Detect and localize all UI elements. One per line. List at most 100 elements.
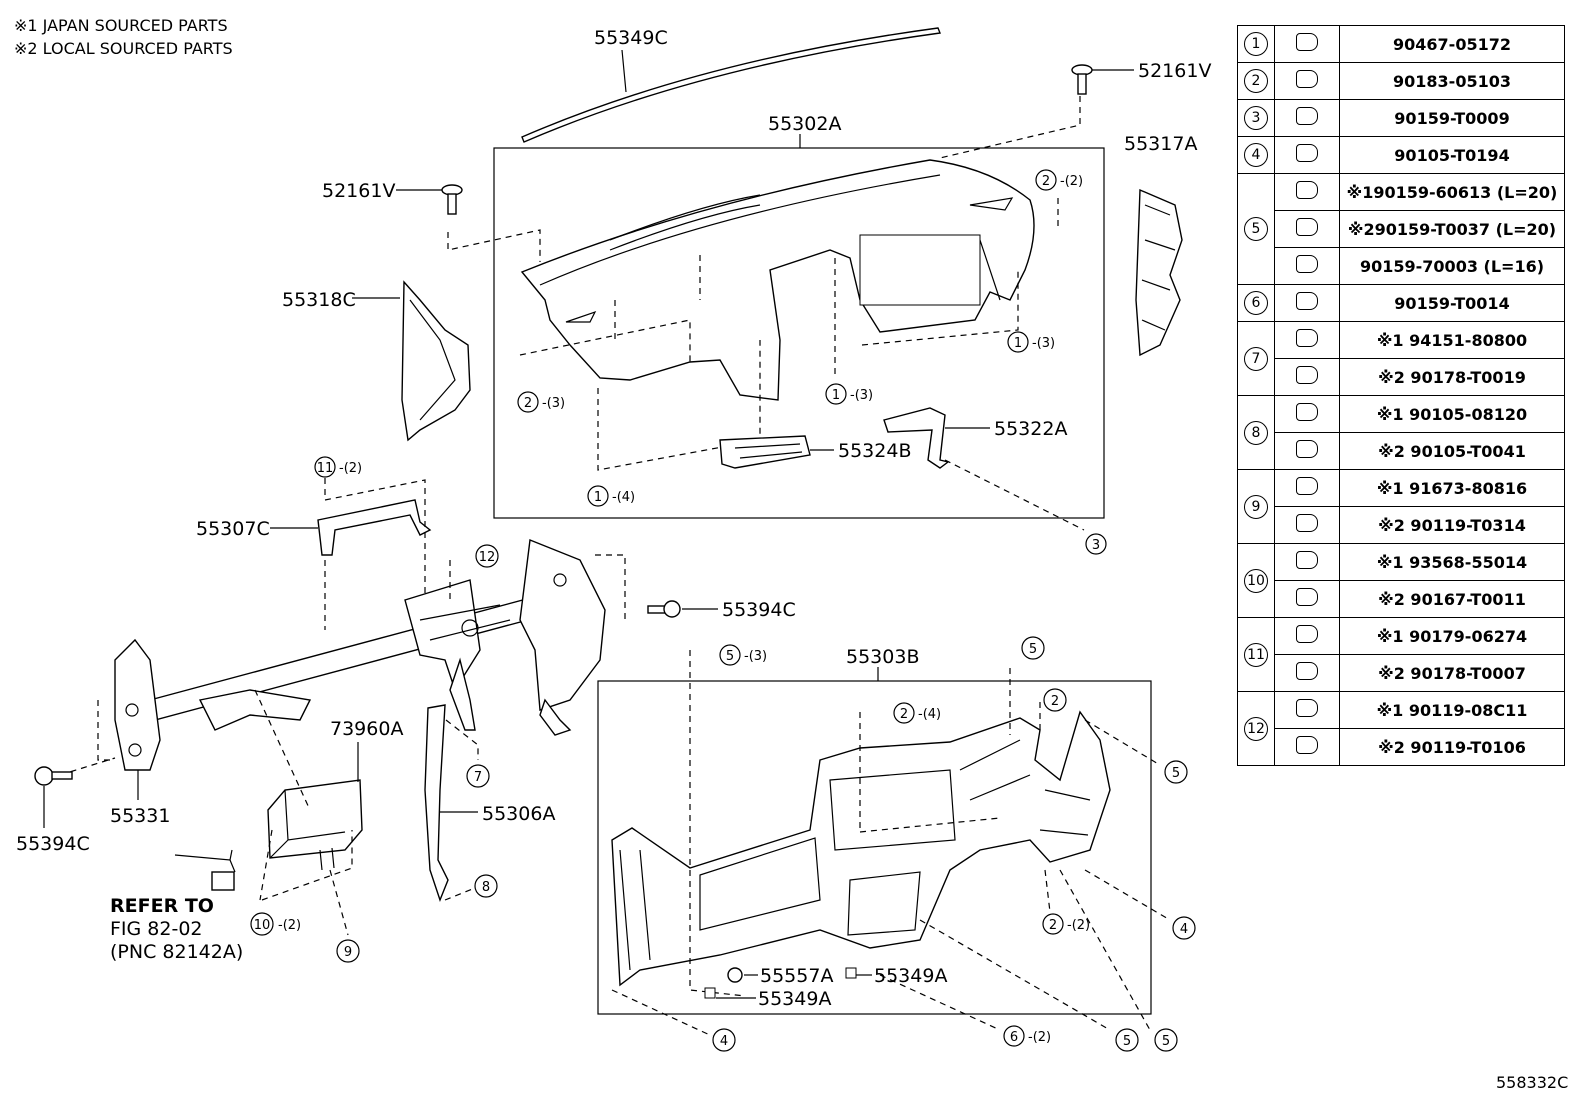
label-55394C-left: 55394C bbox=[16, 833, 90, 855]
svg-text:1: 1 bbox=[594, 490, 602, 505]
nut-clip-icon bbox=[1296, 70, 1318, 88]
screw-icon bbox=[1274, 99, 1340, 137]
screw-icon bbox=[1274, 580, 1340, 618]
ref-number-circle: 8 bbox=[1244, 420, 1268, 445]
svg-text:12: 12 bbox=[479, 550, 496, 565]
moulding-55349C bbox=[521, 27, 941, 143]
svg-text:5: 5 bbox=[1172, 766, 1180, 781]
svg-text:2: 2 bbox=[1042, 174, 1050, 189]
svg-text:3: 3 bbox=[1092, 538, 1100, 553]
table-row: ※2 90178-T0007 bbox=[1238, 654, 1565, 692]
ref-number-circle: 3 bbox=[1244, 106, 1268, 130]
bolt-icon bbox=[1274, 210, 1340, 248]
part-number: ※290159-T0037 (L=20) bbox=[1339, 210, 1565, 248]
ref-number-circle: 2 bbox=[1244, 69, 1268, 93]
part-number: ※2 90119-T0314 bbox=[1339, 506, 1565, 544]
nut-icon bbox=[1274, 654, 1340, 692]
part-number: ※2 90105-T0041 bbox=[1339, 432, 1565, 470]
bolt-icon bbox=[1296, 440, 1318, 458]
bolt-icon bbox=[1274, 691, 1340, 729]
label-55349C: 55349C bbox=[594, 27, 668, 49]
reinforcement-beam bbox=[149, 539, 606, 736]
svg-text:2: 2 bbox=[1051, 694, 1059, 709]
svg-text:2: 2 bbox=[524, 396, 532, 411]
pad-55349A-right bbox=[845, 967, 857, 979]
ref-number-circle: 7 bbox=[1244, 346, 1268, 371]
callout-5-right: 5 bbox=[1164, 760, 1188, 784]
refer-line-1: REFER TO bbox=[110, 895, 214, 917]
svg-text:8: 8 bbox=[482, 880, 490, 895]
svg-text:1: 1 bbox=[1014, 336, 1022, 351]
ref-number: 6 bbox=[1237, 284, 1275, 322]
group-box-55302A bbox=[493, 147, 1105, 519]
ref-number-circle: 5 bbox=[1244, 217, 1268, 241]
callout-2-2-lower: 2 -(2) bbox=[1042, 913, 1090, 935]
callout-2-right: 2 bbox=[1043, 688, 1067, 712]
part-number: ※2 90119-T0106 bbox=[1339, 728, 1565, 766]
table-row: 7※1 94151-80800 bbox=[1237, 321, 1565, 396]
label-52161V-left: 52161V bbox=[322, 180, 395, 202]
part-number: 90159-70003 (L=16) bbox=[1339, 247, 1565, 285]
part-number: ※1 93568-55014 bbox=[1339, 543, 1565, 581]
svg-text:-(3): -(3) bbox=[542, 396, 565, 411]
screw-icon bbox=[1296, 588, 1318, 606]
svg-text:-(4): -(4) bbox=[612, 490, 635, 505]
screw-icon bbox=[1296, 551, 1318, 569]
ref-number: 2 bbox=[1237, 62, 1275, 100]
svg-text:10: 10 bbox=[254, 918, 271, 933]
ref-number-circle: 9 bbox=[1244, 494, 1268, 519]
bolt-55394C-right bbox=[647, 600, 681, 618]
svg-text:-(2): -(2) bbox=[278, 918, 301, 933]
screw-icon bbox=[1296, 292, 1318, 310]
clip-52161V-left bbox=[441, 184, 463, 215]
svg-text:4: 4 bbox=[1180, 922, 1188, 937]
part-number: ※1 90119-08C11 bbox=[1339, 691, 1565, 729]
bolt-icon bbox=[1274, 173, 1340, 211]
ref-number: 12 bbox=[1237, 691, 1275, 766]
part-number: ※190159-60613 (L=20) bbox=[1339, 173, 1565, 211]
label-55349A-left: 55349A bbox=[758, 988, 831, 1010]
part-number: 90105-T0194 bbox=[1339, 136, 1565, 174]
label-55394C-right: 55394C bbox=[722, 599, 796, 621]
callout-1-4: 1 -(4) bbox=[587, 485, 635, 507]
callout-5-top: 5 bbox=[1021, 636, 1045, 660]
part-number: 90159-T0014 bbox=[1339, 284, 1565, 322]
ref-number-circle: 11 bbox=[1244, 642, 1268, 667]
part-number: ※2 90167-T0011 bbox=[1339, 580, 1565, 618]
label-55303B: 55303B bbox=[846, 646, 919, 668]
callout-6-2: 6 -(2) bbox=[1003, 1025, 1051, 1047]
label-55322A: 55322A bbox=[994, 418, 1067, 440]
nut-icon bbox=[1296, 329, 1318, 347]
bolt-icon bbox=[1274, 728, 1340, 766]
svg-text:-(2): -(2) bbox=[339, 461, 362, 476]
svg-text:-(2): -(2) bbox=[1067, 918, 1090, 933]
svg-text:4: 4 bbox=[720, 1034, 728, 1049]
pad-55349A-left bbox=[704, 987, 716, 999]
bracket-55322A bbox=[883, 407, 950, 469]
label-55324B: 55324B bbox=[838, 440, 911, 462]
note-japan: ※1 JAPAN SOURCED PARTS bbox=[14, 16, 228, 35]
ref-number-circle: 4 bbox=[1244, 143, 1268, 167]
bracket-55307C bbox=[317, 499, 432, 556]
bolt-icon bbox=[1296, 736, 1318, 754]
callout-1-3-right: 1 -(3) bbox=[1007, 331, 1055, 353]
label-73960A: 73960A bbox=[330, 718, 403, 740]
bolt-icon bbox=[1274, 469, 1340, 507]
label-55307C: 55307C bbox=[196, 518, 270, 540]
label-55317A: 55317A bbox=[1124, 133, 1197, 155]
callout-2-2-top: 2 -(2) bbox=[1035, 169, 1083, 191]
instrument-panel bbox=[520, 159, 1035, 401]
label-52161V-top: 52161V bbox=[1138, 60, 1211, 82]
svg-text:1: 1 bbox=[832, 388, 840, 403]
ref-number: 9 bbox=[1237, 469, 1275, 544]
screw-icon bbox=[1296, 107, 1318, 125]
svg-text:5: 5 bbox=[1162, 1034, 1170, 1049]
callout-11-2: 11 -(2) bbox=[314, 456, 362, 478]
label-55331: 55331 bbox=[110, 805, 170, 827]
table-row: 4 90105-T0194 bbox=[1237, 136, 1565, 174]
svg-text:-(3): -(3) bbox=[1032, 336, 1055, 351]
part-number: ※2 90178-T0007 bbox=[1339, 654, 1565, 692]
svg-text:6: 6 bbox=[1010, 1030, 1018, 1045]
